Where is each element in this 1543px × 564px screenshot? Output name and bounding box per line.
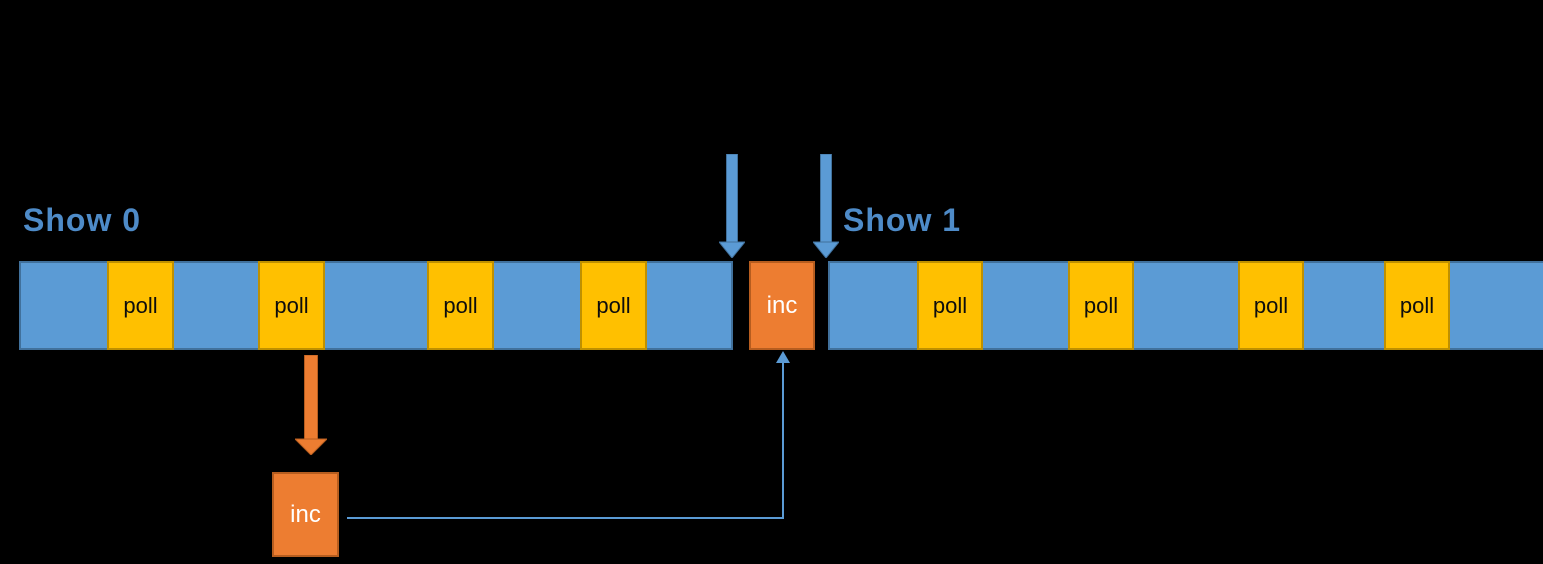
inc-connector-up-arrowhead-icon <box>776 351 790 363</box>
poll-label: poll <box>932 292 968 318</box>
frame-boundary-down-arrow-icon <box>719 154 745 258</box>
poll-block: poll <box>427 261 494 350</box>
show1-label: Show 1 <box>843 202 962 238</box>
poll-block: poll <box>1068 261 1134 350</box>
poll-label: poll <box>1399 292 1435 318</box>
inc-label: inc <box>766 291 798 319</box>
inc-label: inc <box>290 500 321 528</box>
inc-block-timeline: inc <box>749 261 815 350</box>
poll-block: poll <box>580 261 647 350</box>
poll-label: poll <box>274 292 309 318</box>
inc-connector-vertical-line <box>782 362 784 519</box>
inc-block-detached: inc <box>272 472 339 557</box>
poll-label: poll <box>1253 292 1289 318</box>
poll-block: poll <box>1384 261 1450 350</box>
poll-block: poll <box>258 261 325 350</box>
poll-label: poll <box>443 292 478 318</box>
poll-to-inc-down-arrow-icon <box>295 355 327 455</box>
poll-block: poll <box>1238 261 1304 350</box>
poll-label: poll <box>123 292 158 318</box>
frame-start-down-arrow-icon <box>813 154 839 258</box>
poll-label: poll <box>596 292 631 318</box>
show0-label: Show 0 <box>23 202 142 238</box>
poll-block: poll <box>917 261 983 350</box>
poll-label: poll <box>1083 292 1119 318</box>
poll-block: poll <box>107 261 174 350</box>
inc-connector-horizontal-line <box>347 517 783 519</box>
